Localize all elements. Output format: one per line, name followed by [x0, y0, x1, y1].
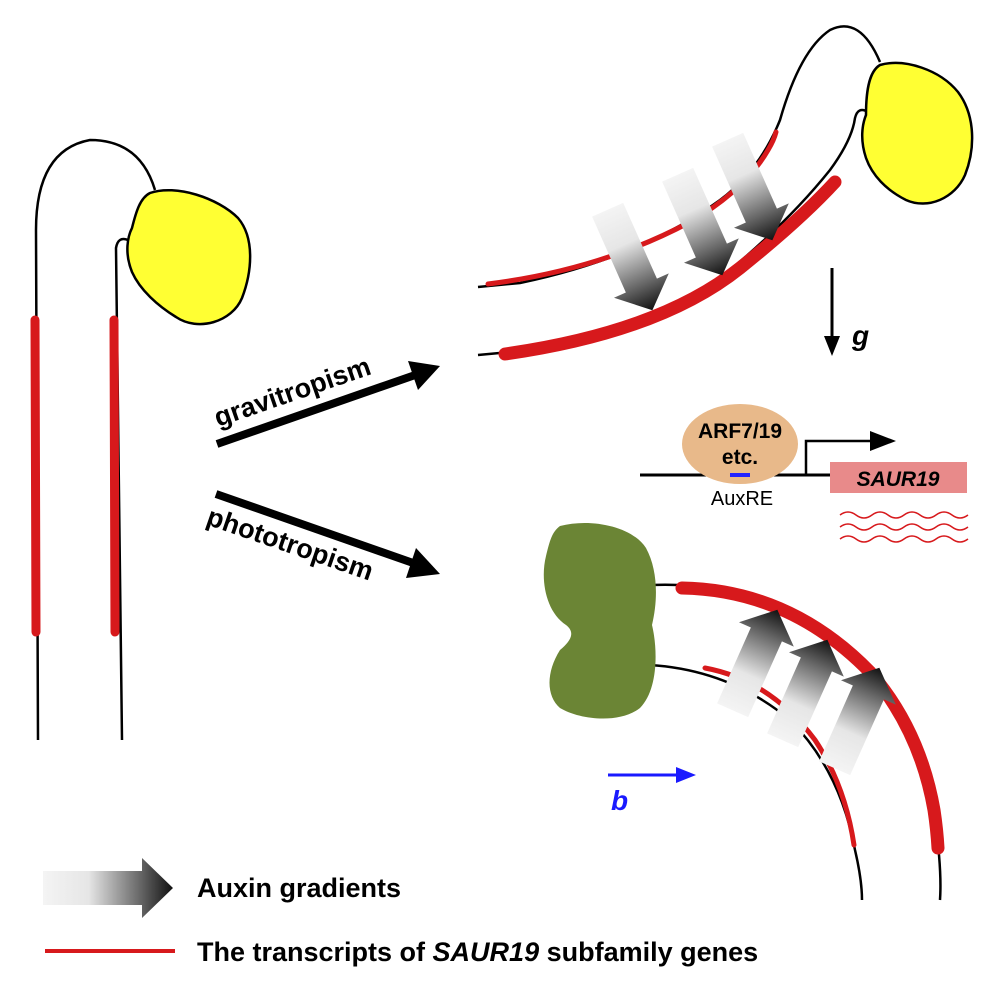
- gravity-vector: g: [824, 268, 869, 356]
- gravitropic-seedling: [477, 25, 974, 361]
- transcript-lower-flank-thick: [498, 175, 842, 361]
- hypocotyl-inner-outline: [649, 663, 864, 901]
- promoter-scheme: ARF7/19 etc. AuxRE SAUR19: [640, 404, 969, 543]
- hypocotyl-right-outline: [114, 237, 129, 741]
- auxin-arrow-photo-3: [819, 667, 896, 776]
- legend-transcript-gene: SAUR19: [433, 937, 540, 967]
- legend-auxin-label: Auxin gradients: [197, 873, 401, 903]
- hypocotyl-left-outline: [34, 138, 157, 741]
- blue-light-symbol: b: [611, 785, 628, 816]
- transcript-left-flank: [30, 315, 41, 637]
- transcript-waves: [839, 511, 969, 543]
- hypocotyl-upper-outline: [477, 25, 882, 289]
- legend: Auxin gradients The transcripts of SAUR1…: [43, 858, 758, 967]
- saur19-gene-box: [830, 462, 967, 493]
- auxin-arrow-photo-1: [717, 609, 794, 718]
- auxin-arrow-gravi-2: [662, 167, 739, 276]
- cotyledon-yellow-upright: [126, 189, 252, 326]
- phototropism-arrow: phototropism: [203, 490, 440, 586]
- legend-transcript-prefix: The transcripts of: [197, 937, 433, 967]
- auxin-arrow-gravi-1: [592, 202, 669, 311]
- upright-seedling: [30, 138, 252, 741]
- legend-auxin-arrow: [43, 858, 173, 918]
- arf-factor: [682, 404, 798, 484]
- legend-transcript-label: The transcripts of SAUR19 subfamily gene…: [197, 937, 758, 967]
- tss-arrow-head: [870, 431, 896, 451]
- tss-arrow-line: [804, 439, 870, 475]
- phototropic-seedling: [543, 522, 945, 901]
- legend-transcript-suffix: subfamily genes: [539, 937, 758, 967]
- saur19-gene-label: SAUR19: [857, 468, 940, 491]
- cotyledon-yellow-gravitropic: [861, 61, 974, 205]
- gravity-symbol: g: [851, 320, 869, 351]
- blue-light-vector: b: [608, 767, 696, 816]
- cotyledon-green-phototropic: [543, 522, 656, 719]
- arf-factor-label-1: ARF7/19: [698, 420, 782, 443]
- auxre-label: AuxRE: [711, 488, 773, 510]
- auxin-arrow-gravi-3: [712, 132, 789, 241]
- transcript-right-flank: [109, 315, 120, 637]
- arf-factor-label-2: etc.: [722, 446, 758, 469]
- gravitropism-arrow: gravitropism: [210, 351, 440, 448]
- auxin-arrow-photo-2: [767, 639, 844, 748]
